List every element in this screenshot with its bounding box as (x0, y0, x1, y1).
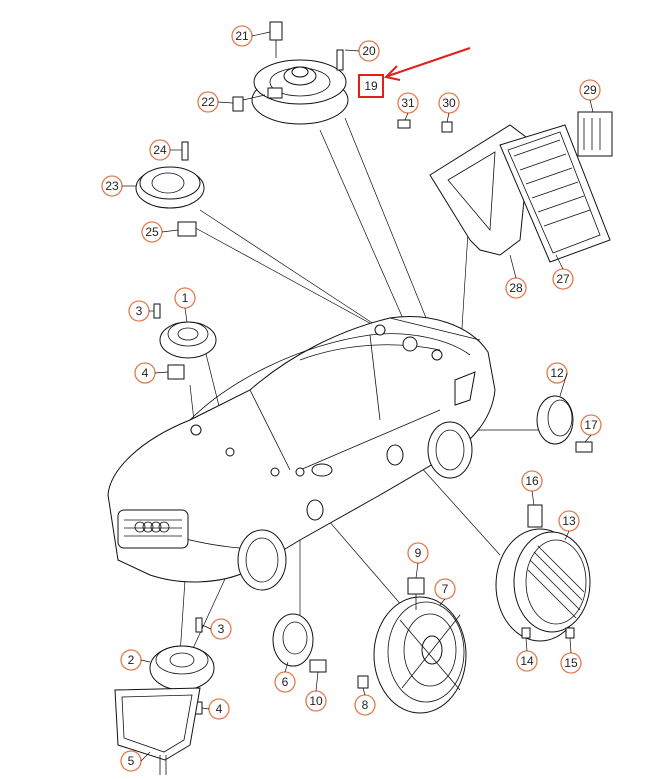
speaker-12-part (536, 395, 593, 453)
svg-text:30: 30 (442, 96, 456, 110)
callout-24: 24 (149, 139, 171, 161)
svg-text:16: 16 (525, 474, 539, 488)
svg-text:4: 4 (142, 366, 149, 380)
callout-23: 23 (101, 175, 123, 197)
speaker-6-part (272, 613, 327, 673)
speaker-23-part (135, 141, 205, 237)
callout-25: 25 (141, 221, 163, 243)
svg-text:10: 10 (309, 694, 323, 708)
svg-text:14: 14 (520, 654, 534, 668)
callout-4a: 4 (134, 362, 156, 384)
highlight-label-19: 19 (364, 79, 378, 93)
highlight-box-19 (358, 74, 384, 98)
callout-28: 28 (505, 277, 527, 299)
car-illustration (107, 316, 496, 591)
callout-22: 22 (197, 91, 219, 113)
callout-13: 13 (558, 510, 580, 532)
speaker-2-part (114, 617, 215, 775)
callout-31: 31 (397, 92, 419, 114)
svg-text:7: 7 (442, 582, 449, 596)
callout-9: 9 (407, 542, 429, 564)
svg-text:27: 27 (556, 272, 570, 286)
svg-text:24: 24 (153, 143, 167, 157)
callout-7: 7 (434, 578, 456, 600)
callout-29: 29 (579, 79, 601, 101)
callout-3b: 3 (210, 618, 232, 640)
callout-10: 10 (305, 690, 327, 712)
callout-3a: 3 (128, 300, 150, 322)
speaker-1-part (153, 303, 217, 380)
callout-16: 16 (521, 470, 543, 492)
callout-14: 14 (516, 650, 538, 672)
svg-text:8: 8 (362, 698, 369, 712)
highlight-arrow-head (383, 65, 401, 81)
callout-5: 5 (120, 750, 142, 772)
svg-text:5: 5 (128, 754, 135, 768)
highlight-arrow (387, 47, 471, 77)
svg-text:31: 31 (401, 96, 415, 110)
svg-text:6: 6 (282, 675, 289, 689)
callout-1: 1 (174, 287, 196, 309)
svg-text:29: 29 (583, 83, 597, 97)
svg-text:25: 25 (145, 225, 159, 239)
svg-text:2: 2 (128, 653, 135, 667)
svg-text:1: 1 (182, 291, 189, 305)
amplifier-assembly-part (397, 111, 613, 263)
svg-text:13: 13 (562, 514, 576, 528)
svg-text:17: 17 (584, 418, 598, 432)
callout-17: 17 (580, 414, 602, 436)
callout-4b: 4 (208, 698, 230, 720)
callout-20: 20 (358, 40, 380, 62)
callout-12: 12 (546, 362, 568, 384)
speaker-13-part (495, 504, 591, 642)
callout-6: 6 (274, 671, 296, 693)
callout-30: 30 (438, 92, 460, 114)
svg-text:3: 3 (136, 304, 143, 318)
svg-text:3: 3 (218, 622, 225, 636)
speaker-7-part (357, 577, 467, 714)
svg-text:12: 12 (550, 366, 564, 380)
center-speaker-part (232, 21, 349, 125)
svg-text:21: 21 (235, 29, 249, 43)
svg-text:4: 4 (216, 702, 223, 716)
callout-leaders (122, 31, 594, 762)
svg-text:20: 20 (362, 44, 376, 58)
callout-8: 8 (354, 694, 376, 716)
svg-text:9: 9 (415, 546, 422, 560)
svg-text:28: 28 (509, 281, 523, 295)
callout-15: 15 (560, 652, 582, 674)
callout-21: 21 (231, 25, 253, 47)
svg-text:22: 22 (201, 95, 215, 109)
svg-text:15: 15 (564, 656, 578, 670)
svg-text:23: 23 (105, 179, 119, 193)
callout-2: 2 (120, 649, 142, 671)
callout-27: 27 (552, 268, 574, 290)
